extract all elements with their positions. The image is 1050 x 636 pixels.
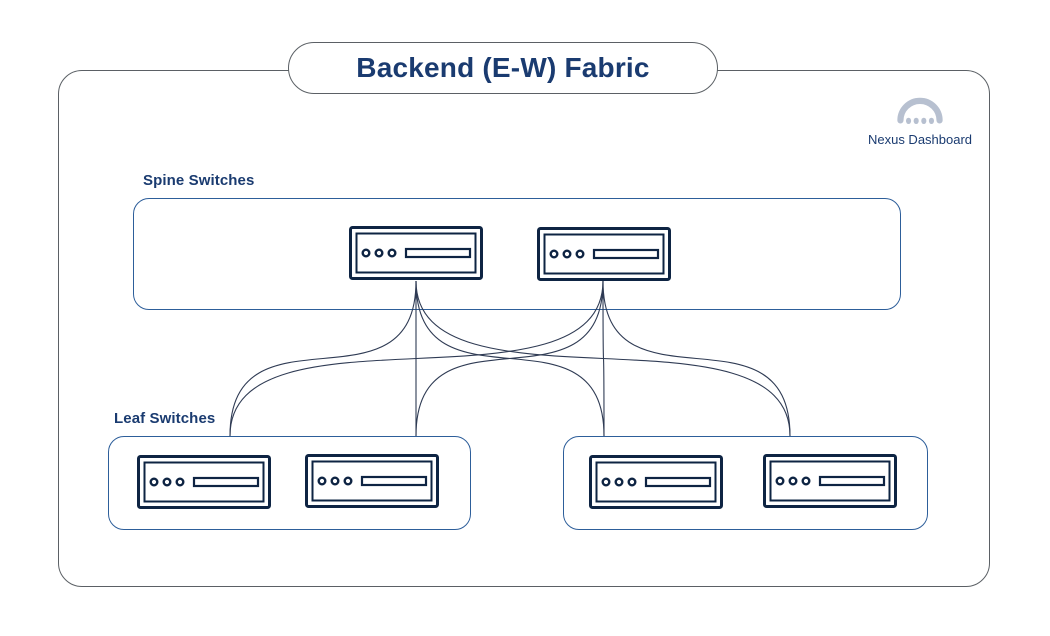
leaf-switch-4 — [763, 454, 897, 508]
diagram-title: Backend (E-W) Fabric — [356, 52, 650, 83]
leaf-switch-1 — [137, 455, 271, 509]
switch-icon — [137, 455, 271, 509]
spine-switch-2 — [537, 227, 671, 281]
leaf-switch-3 — [589, 455, 723, 509]
switch-icon — [537, 227, 671, 281]
leaf-section-label: Leaf Switches — [114, 410, 216, 427]
diagram-title-pill: Backend (E-W) Fabric — [288, 42, 718, 94]
leaf-group-box-2 — [563, 436, 928, 530]
nexus-dashboard-icon — [897, 97, 943, 125]
nexus-dashboard-badge: Nexus Dashboard — [845, 87, 995, 147]
switch-icon — [589, 455, 723, 509]
switch-icon — [349, 226, 483, 280]
switch-icon — [305, 454, 439, 508]
spine-switch-1 — [349, 226, 483, 280]
nexus-dashboard-label: Nexus Dashboard — [867, 132, 973, 147]
spine-group-box — [133, 198, 901, 310]
leaf-group-box-1 — [108, 436, 471, 530]
switch-icon — [763, 454, 897, 508]
spine-section-label: Spine Switches — [143, 172, 255, 189]
leaf-switch-2 — [305, 454, 439, 508]
